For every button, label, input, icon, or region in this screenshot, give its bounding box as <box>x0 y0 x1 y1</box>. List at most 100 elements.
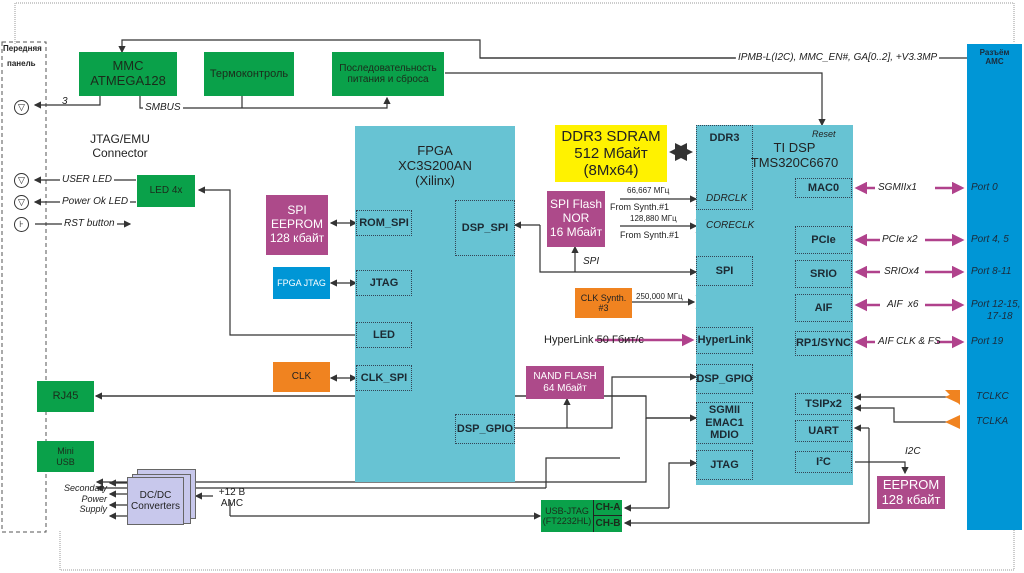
port-label: Port 8-11 <box>971 266 1012 277</box>
usb-jtag-ch-a: CH-A <box>593 500 622 516</box>
rst-button-icon[interactable]: ⊦ <box>14 217 29 232</box>
fpga-dsp-spi-port: DSP_SPI <box>455 200 515 256</box>
hyperlink-label: HyperLink 50 Гбит/с <box>544 334 644 346</box>
ddrclk-src: From Synth.#1 <box>610 202 670 212</box>
dsp-mac0-port: MAC0 <box>795 178 852 198</box>
bus-width-label: 3 <box>62 96 68 107</box>
spi-flash-line1: SPI Flash <box>549 197 603 212</box>
led-icon: ▽ <box>14 100 29 115</box>
power-ok-led-label: Power Ok LED <box>60 196 131 207</box>
fpga-led-port: LED <box>356 322 412 348</box>
dsp-uart-port: UART <box>795 420 852 442</box>
ipmb-label: IPMB-L(I2C), MMC_EN#, GA[0..2], +V3.3MP <box>736 52 940 63</box>
front-panel-outline <box>1 41 47 533</box>
clk-synth-block: CLK Synth.#3 <box>575 288 632 318</box>
usb-jtag-line1: USB-JTAG <box>545 505 589 516</box>
spi-flash-line3: 16 Мбайт <box>549 224 603 239</box>
dsp-spi-port: SPI <box>696 256 753 286</box>
spi-label: SPI <box>583 256 600 267</box>
i2c-label: I2C <box>905 446 921 457</box>
ddr3-line3: (8Mx64) <box>583 162 639 180</box>
clk-synth-line1: CLK Synth. <box>580 292 627 303</box>
sgmii-line3: MDIO <box>710 429 739 442</box>
power-ok-led-icon: ▽ <box>14 195 29 210</box>
tclkc-label: TCLKC <box>976 391 1009 402</box>
ch-b-label: CH-B <box>595 518 621 530</box>
rj45-label: RJ45 <box>52 390 79 403</box>
rst-button-label: RST button <box>62 218 117 229</box>
spi-eeprom-line3: 128 кбайт <box>269 230 325 245</box>
dsp-hyperlink-port: HyperLink <box>696 327 753 354</box>
fpga-jtag-label: FPGA JTAG <box>277 277 326 288</box>
thermo-block: Термоконтроль <box>204 52 294 96</box>
power-seq-line1: Последовательность <box>339 62 437 74</box>
port-label-2: 17-18 <box>987 311 1013 322</box>
ch-a-label: CH-A <box>595 501 621 513</box>
dsp-srio-port: SRIO <box>795 260 852 288</box>
dsp-aif-port: AIF <box>795 294 852 322</box>
link-label: PCIe x2 <box>882 234 918 245</box>
mmc-line2: ATMEGA128 <box>90 73 166 88</box>
dsp-gpio-port: DSP_GPIO <box>696 364 753 394</box>
spi-eeprom-line1: SPI <box>287 203 307 218</box>
dsp-line2: TMS320C6670 <box>750 154 839 170</box>
port-label: Port 0 <box>971 182 998 193</box>
led4x-label: LED 4x <box>149 185 183 197</box>
port-label: Port 4, 5 <box>971 234 1009 245</box>
ddr3-line2: 512 Мбайт <box>574 144 648 162</box>
dsp-ddr3-port: DDR3 <box>696 125 753 210</box>
sgmii-line1: SGMII <box>708 404 741 417</box>
port-label: Port 12-15, <box>971 299 1021 310</box>
front-panel-title-1: Передняя <box>3 44 42 53</box>
dcdc-line1: DC/DC <box>139 489 172 501</box>
fpga-jtag-block: FPGA JTAG <box>273 267 330 299</box>
secondary-power-line1: Secondary <box>63 483 107 494</box>
secondary-power-line2: Power <box>81 493 107 504</box>
amc-12v-line1: +12 В <box>218 486 246 498</box>
dsp-pcie-port: PCIe <box>795 226 852 254</box>
ddrclk-freq: 66,667 МГц <box>627 186 670 195</box>
rj45-block[interactable]: RJ45 <box>37 381 94 412</box>
dcdc-line2: Converters <box>131 501 180 512</box>
eeprom-line2: 128 кбайт <box>881 491 941 507</box>
user-led-label: USER LED <box>60 174 115 185</box>
tclka-buffer-icon <box>945 415 960 429</box>
nand-line1: NAND FLASH <box>533 371 597 382</box>
amc-12v-line2: AMC <box>220 498 244 509</box>
mmc-line1: MMC <box>112 58 144 74</box>
coreclk-label: CORECLK <box>706 220 755 231</box>
power-seq-line2: питания и сброса <box>347 74 429 85</box>
usb-jtag-ch-b: CH-B <box>593 516 622 532</box>
jtag-emu-line2: Connector <box>92 146 148 160</box>
link-label: SRIOx4 <box>884 266 920 277</box>
thermo-label: Термоконтроль <box>209 67 289 80</box>
dsp-tsip-port: TSIPx2 <box>795 393 852 415</box>
clk-block: CLK <box>273 362 330 392</box>
spi-flash-line2: NOR <box>562 211 590 226</box>
clk-label: CLK <box>291 371 312 383</box>
usb-jtag-block: USB-JTAG(FT2232HL) <box>541 500 593 532</box>
fpga-line2: XC3S200AN <box>398 157 472 173</box>
link-label: AIF CLK & FS <box>878 336 941 347</box>
link-label: SGMIIx1 <box>878 182 917 193</box>
dsp-line1: TI DSP <box>773 140 816 155</box>
clk-synth-line2: #3 <box>598 303 609 313</box>
link-label: AIF x6 <box>887 299 919 310</box>
secondary-power-line3: Supply <box>79 504 107 515</box>
fpga-line3: (Xilinx) <box>415 172 455 188</box>
usb-jtag-line2: (FT2232HL) <box>542 516 592 526</box>
front-panel-title-2: панель <box>7 59 36 68</box>
mini-usb-line2: USB <box>56 456 75 467</box>
